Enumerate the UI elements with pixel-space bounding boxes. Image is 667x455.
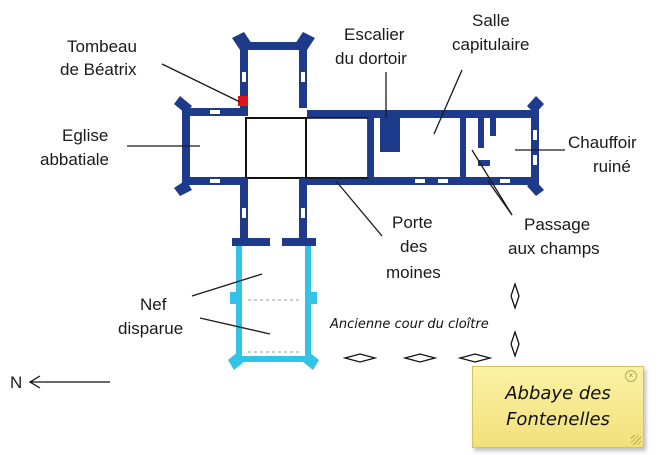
south-wall-left xyxy=(232,238,270,246)
label-eglise: abbatiale xyxy=(40,150,109,169)
window xyxy=(210,179,220,183)
north-arrow: N xyxy=(10,373,110,392)
lost-nave-wall-left xyxy=(236,246,242,362)
window xyxy=(533,130,537,140)
lost-buttress xyxy=(230,292,238,304)
plan-walls xyxy=(174,32,544,246)
label-chauffoir: ruiné xyxy=(593,157,631,176)
label-salle: capitulaire xyxy=(452,35,530,54)
sticky-note[interactable]: Abbaye des Fontenelles × xyxy=(472,366,644,448)
label-escalier: du dortoir xyxy=(335,49,407,68)
label-passage: Passage xyxy=(524,215,590,234)
label-chauffoir: Chauffoir xyxy=(568,133,637,152)
leader-passage xyxy=(471,149,513,216)
buttress-nw xyxy=(232,32,252,50)
south-wall-right xyxy=(282,238,316,246)
crossing xyxy=(245,117,307,179)
window xyxy=(242,208,246,218)
marker-diamond xyxy=(402,353,438,363)
leader-salle xyxy=(433,69,463,135)
lost-buttress xyxy=(309,292,317,304)
east-wing-wall-end xyxy=(531,110,539,185)
chapter-wall xyxy=(460,118,466,178)
north-label: N xyxy=(10,373,22,392)
leader-tombeau xyxy=(161,63,241,103)
leader-nef xyxy=(199,317,271,335)
chauffoir-wall xyxy=(490,118,496,136)
resize-grip-icon[interactable] xyxy=(631,435,641,445)
lost-buttress-se xyxy=(303,352,319,370)
label-escalier: Escalier xyxy=(344,25,405,44)
window xyxy=(415,179,425,183)
window xyxy=(438,179,448,183)
window xyxy=(301,208,305,218)
label-cloitre: Ancienne cour du cloître xyxy=(329,317,489,332)
label-porte: Porte xyxy=(392,213,433,232)
buttress-w2 xyxy=(174,180,192,196)
buttress-ne xyxy=(295,32,315,50)
label-tombeau: de Béatrix xyxy=(60,60,137,79)
label-tombeau: Tombeau xyxy=(67,37,137,56)
label-eglise: Eglise xyxy=(62,126,108,145)
marker-diamond xyxy=(457,353,493,363)
stair-wall xyxy=(368,118,374,178)
stair-block xyxy=(380,118,400,152)
window xyxy=(242,72,246,82)
transept-bay xyxy=(305,117,369,179)
passage-wall-top xyxy=(478,118,484,148)
arrow-head-icon xyxy=(28,375,41,389)
cloister-markers xyxy=(342,281,520,363)
window xyxy=(533,155,537,165)
window xyxy=(500,179,510,183)
note-title: Abbaye des Fontenelles xyxy=(505,383,611,430)
label-passage: aux champs xyxy=(508,239,600,258)
label-nef: disparue xyxy=(118,319,183,338)
leader-lines xyxy=(127,63,565,335)
close-icon[interactable]: × xyxy=(625,370,637,382)
leader-porte xyxy=(335,180,383,237)
marker-diamond xyxy=(510,329,520,359)
lost-buttress-sw xyxy=(228,352,244,370)
label-porte: moines xyxy=(386,263,441,282)
north-arm-wall-top xyxy=(240,42,307,50)
window xyxy=(210,110,220,114)
lost-nave-wall-bottom xyxy=(236,356,311,362)
window xyxy=(301,72,305,82)
tomb-marker xyxy=(238,96,248,106)
passage-wall-bottom xyxy=(478,160,490,166)
east-wing-wall-top xyxy=(307,110,539,118)
label-porte: des xyxy=(400,237,427,256)
buttress-w1 xyxy=(174,96,192,114)
marker-diamond xyxy=(510,281,520,311)
leader-nef xyxy=(191,273,263,297)
label-salle: Salle xyxy=(472,11,510,30)
marker-diamond xyxy=(342,353,378,363)
leader-passage xyxy=(487,180,513,216)
label-nef: Nef xyxy=(140,295,167,314)
labels: Tombeau de Béatrix Escalier du dortoir S… xyxy=(40,11,637,338)
lost-nave-wall-right xyxy=(305,246,311,362)
buttress-e1 xyxy=(527,96,544,114)
buttress-e2 xyxy=(527,180,544,196)
lost-nave xyxy=(228,246,319,370)
